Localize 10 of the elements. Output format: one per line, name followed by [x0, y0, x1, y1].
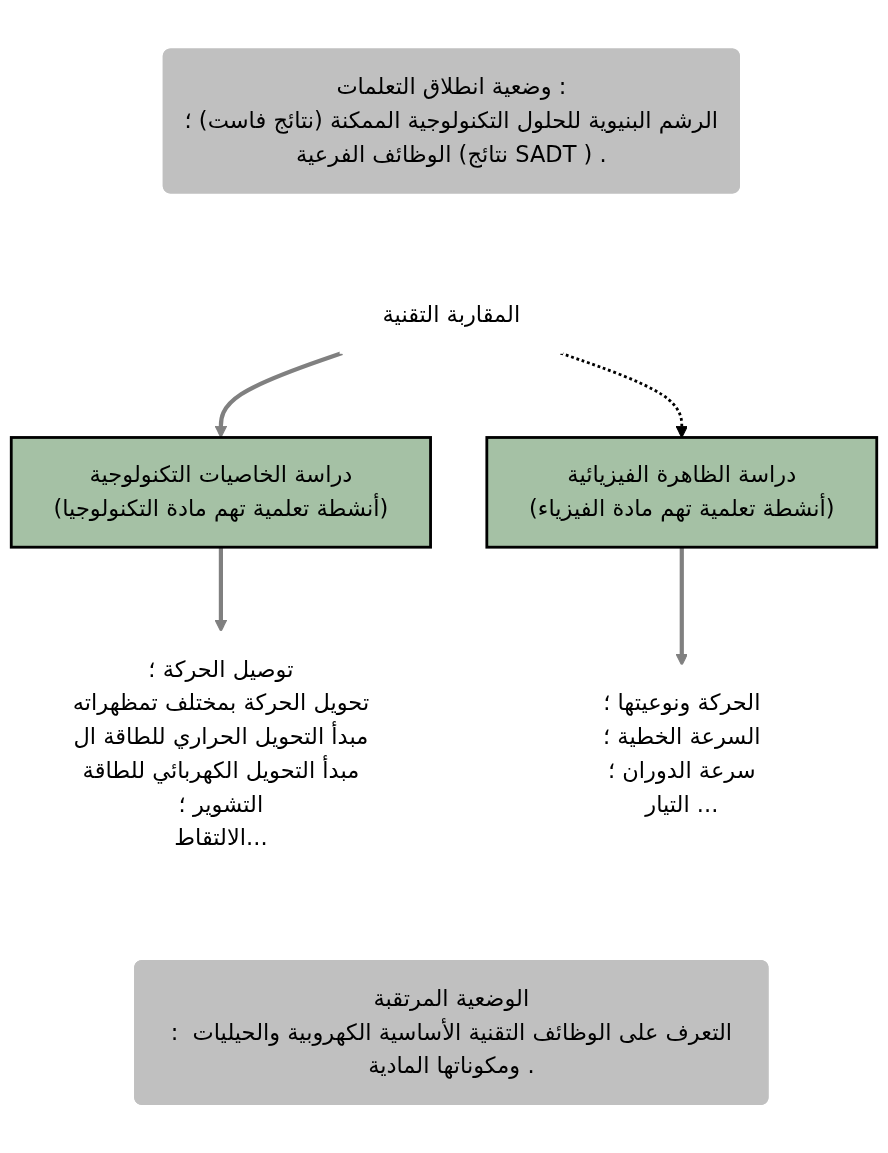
arrow: [560, 351, 688, 438]
node-text: توصيل الحركة ؛ تحويل الحركة بمختلف تمظهراته مبدأ التحويل الحراري للطاقة ال مبدأ التحويل الكهربائي للطاقة التشوير ؛ الالتقاط...: [72, 655, 370, 851]
node-text: المقاربة التقنية: [382, 300, 521, 328]
arrow: [675, 546, 688, 666]
arrow: [214, 546, 228, 632]
node-box: [485, 435, 879, 549]
arrow: [214, 350, 343, 438]
node-box: [9, 435, 432, 549]
flowchart: وضعية انطلاق التعلمات : الرشم البنيوية للحلول التكنولوجية الممكنة (نتائج فاست) ؛ الوظائف الفرعية (نتائج SADT ) . المقاربة التقنية دراسة الخاصيات التكنولوجية (أنشطة تعلمية تهم مادة التكنولوجيا) دراسة الظاهرة الفيزيائية (أنشطة تعلمية تهم مادة الفيزياء) توصيل الحركة ؛ تحويل الحركة بمختلف تمظهراته مبدأ التحويل الحراري للطاقة ال مبدأ التحويل الكهربائي للطاقة التشوير ؛ الالتقاط... الحركة ونوعيتها ؛ السرعة الخطية ؛ سرعة الدوران ؛ التيار ... الوضعية المرتقبة : التعرف على الوظائف التقنية الأساسية الكهروبية والحيليات ومكوناتها المادية .: [0, 37, 888, 1116]
node-text: الحركة ونوعيتها ؛ السرعة الخطية ؛ سرعة الدوران ؛ التيار ...: [603, 689, 761, 818]
